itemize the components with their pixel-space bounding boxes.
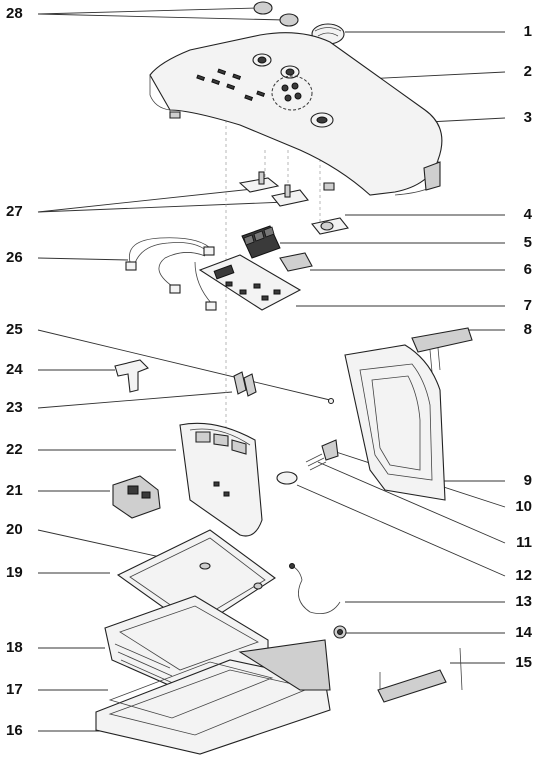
part-23-clip [233,371,257,397]
leader-lines [37,7,506,732]
callout-11: 11 [516,534,532,551]
part-21-motor-block [112,475,161,519]
part-9-lid-frame [344,344,446,501]
callout-8: 8 [523,321,532,338]
part-11-spring [305,453,327,471]
callout-7: 7 [523,297,532,314]
part-5-button-block [241,225,281,259]
part-15-hinge-bar [377,647,463,703]
part-10-latch [321,439,339,461]
part-24-bracket [114,359,149,393]
part-22-dispenser-panel [179,422,263,537]
part-8-handle [411,327,473,373]
part-12-cap [276,471,298,485]
callout-6: 6 [523,261,532,278]
part-26-wire-harness [125,237,217,311]
part-27-switches [238,171,309,207]
callout-3: 3 [523,109,532,126]
callout-2: 2 [523,63,532,80]
part-25-screw [327,397,335,405]
callout-27: 27 [6,203,23,220]
part-14-nut [333,625,347,639]
callout-19: 19 [6,564,23,581]
callout-20: 20 [6,521,23,538]
callout-14: 14 [515,624,532,641]
part-13-cable [289,563,341,615]
callout-21: 21 [6,482,23,499]
callout-17: 17 [6,681,23,698]
callout-25: 25 [6,321,23,338]
callout-15: 15 [515,654,532,671]
callout-4: 4 [523,206,532,223]
part-28-knobs [253,1,299,27]
callout-9: 9 [523,472,532,489]
callout-1: 1 [523,23,532,40]
callout-5: 5 [523,234,532,251]
part-4-switch [311,217,349,235]
callout-24: 24 [6,361,23,378]
callout-28: 28 [6,5,23,22]
callout-10: 10 [515,498,532,515]
part-6-label [279,252,313,272]
callout-12: 12 [515,567,532,584]
part-16-17-base [95,639,331,755]
part-7-pcb [198,254,302,311]
callout-16: 16 [6,722,23,739]
callout-18: 18 [6,639,23,656]
callout-22: 22 [6,441,23,458]
callout-23: 23 [6,399,23,416]
part-3-control-panel [149,32,443,196]
callout-13: 13 [515,593,532,610]
callout-26: 26 [6,249,23,266]
